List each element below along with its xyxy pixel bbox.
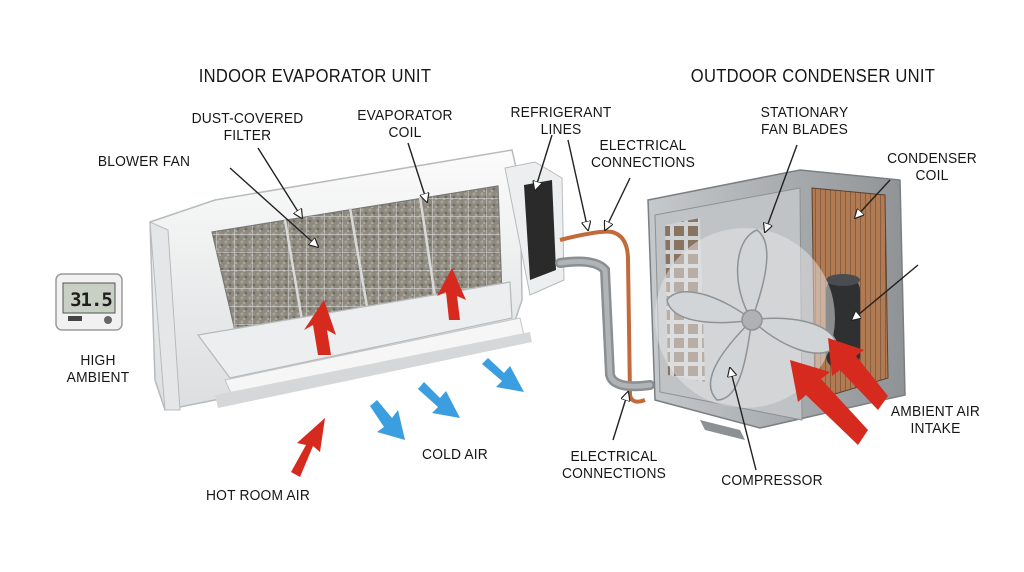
cold-air-arrow-1 [370, 400, 405, 440]
refrigerant-lines [560, 232, 650, 402]
condenser-coil-label: CONDENSER COIL [877, 150, 987, 184]
evaporator-coil-label: EVAPORATOR COIL [350, 107, 460, 141]
hot-air-arrow-3 [291, 418, 325, 477]
cold-air-arrow-3 [482, 358, 524, 392]
electrical-connections-bottom-label: ELECTRICAL CONNECTIONS [553, 448, 674, 482]
electrical-connections-top-label: ELECTRICAL CONNECTIONS [583, 137, 703, 171]
cold-air-arrow-2 [418, 382, 460, 418]
compressor-label: COMPRESSOR [712, 472, 832, 489]
high-ambient-label: HIGH AMBIENT [52, 352, 144, 386]
indoor-unit-title: INDOOR EVAPORATOR UNIT [182, 66, 449, 86]
hot-room-air-label: HOT ROOM AIR [194, 487, 323, 504]
outdoor-unit [648, 170, 905, 440]
refrigerant-lines-label: REFRIGERANT LINES [507, 104, 616, 138]
dust-filter-label: DUST-COVERED FILTER [190, 110, 305, 144]
thermometer-reading: 31.5 [66, 289, 116, 311]
outdoor-unit-title: OUTDOOR CONDENSER UNIT [680, 66, 947, 86]
cold-air-label: COLD AIR [409, 446, 501, 463]
indoor-unit [150, 150, 564, 410]
ambient-air-intake-label: AMBIENT AIR INTAKE [873, 403, 997, 437]
blower-fan-label: BLOWER FAN [89, 153, 199, 170]
stationary-fan-blades-label: STATIONARY FAN BLADES [747, 104, 862, 138]
